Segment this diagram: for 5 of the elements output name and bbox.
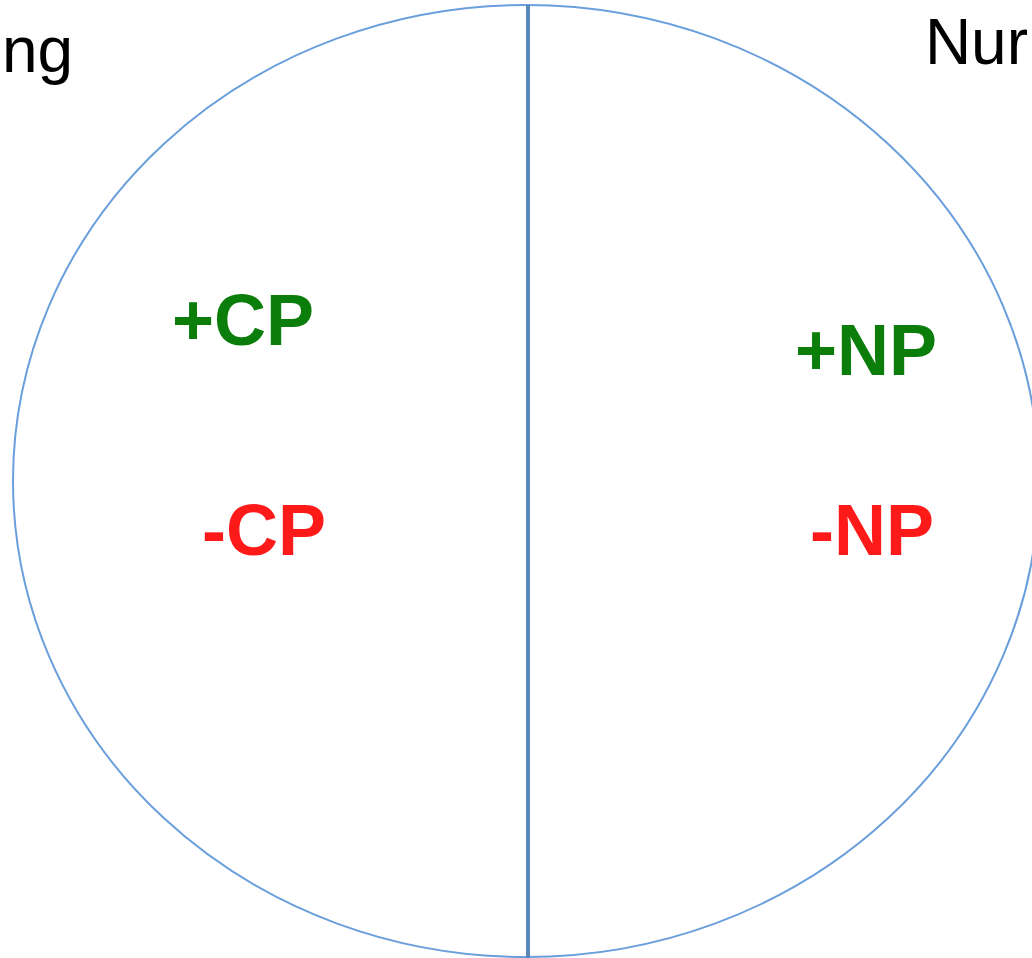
plus-label: +CP: [172, 284, 315, 356]
minus-label: -NP: [810, 494, 934, 566]
plus-label: +NP: [795, 314, 938, 386]
minus-label: -CP: [202, 494, 326, 566]
heading-label: Nur: [924, 10, 1028, 74]
